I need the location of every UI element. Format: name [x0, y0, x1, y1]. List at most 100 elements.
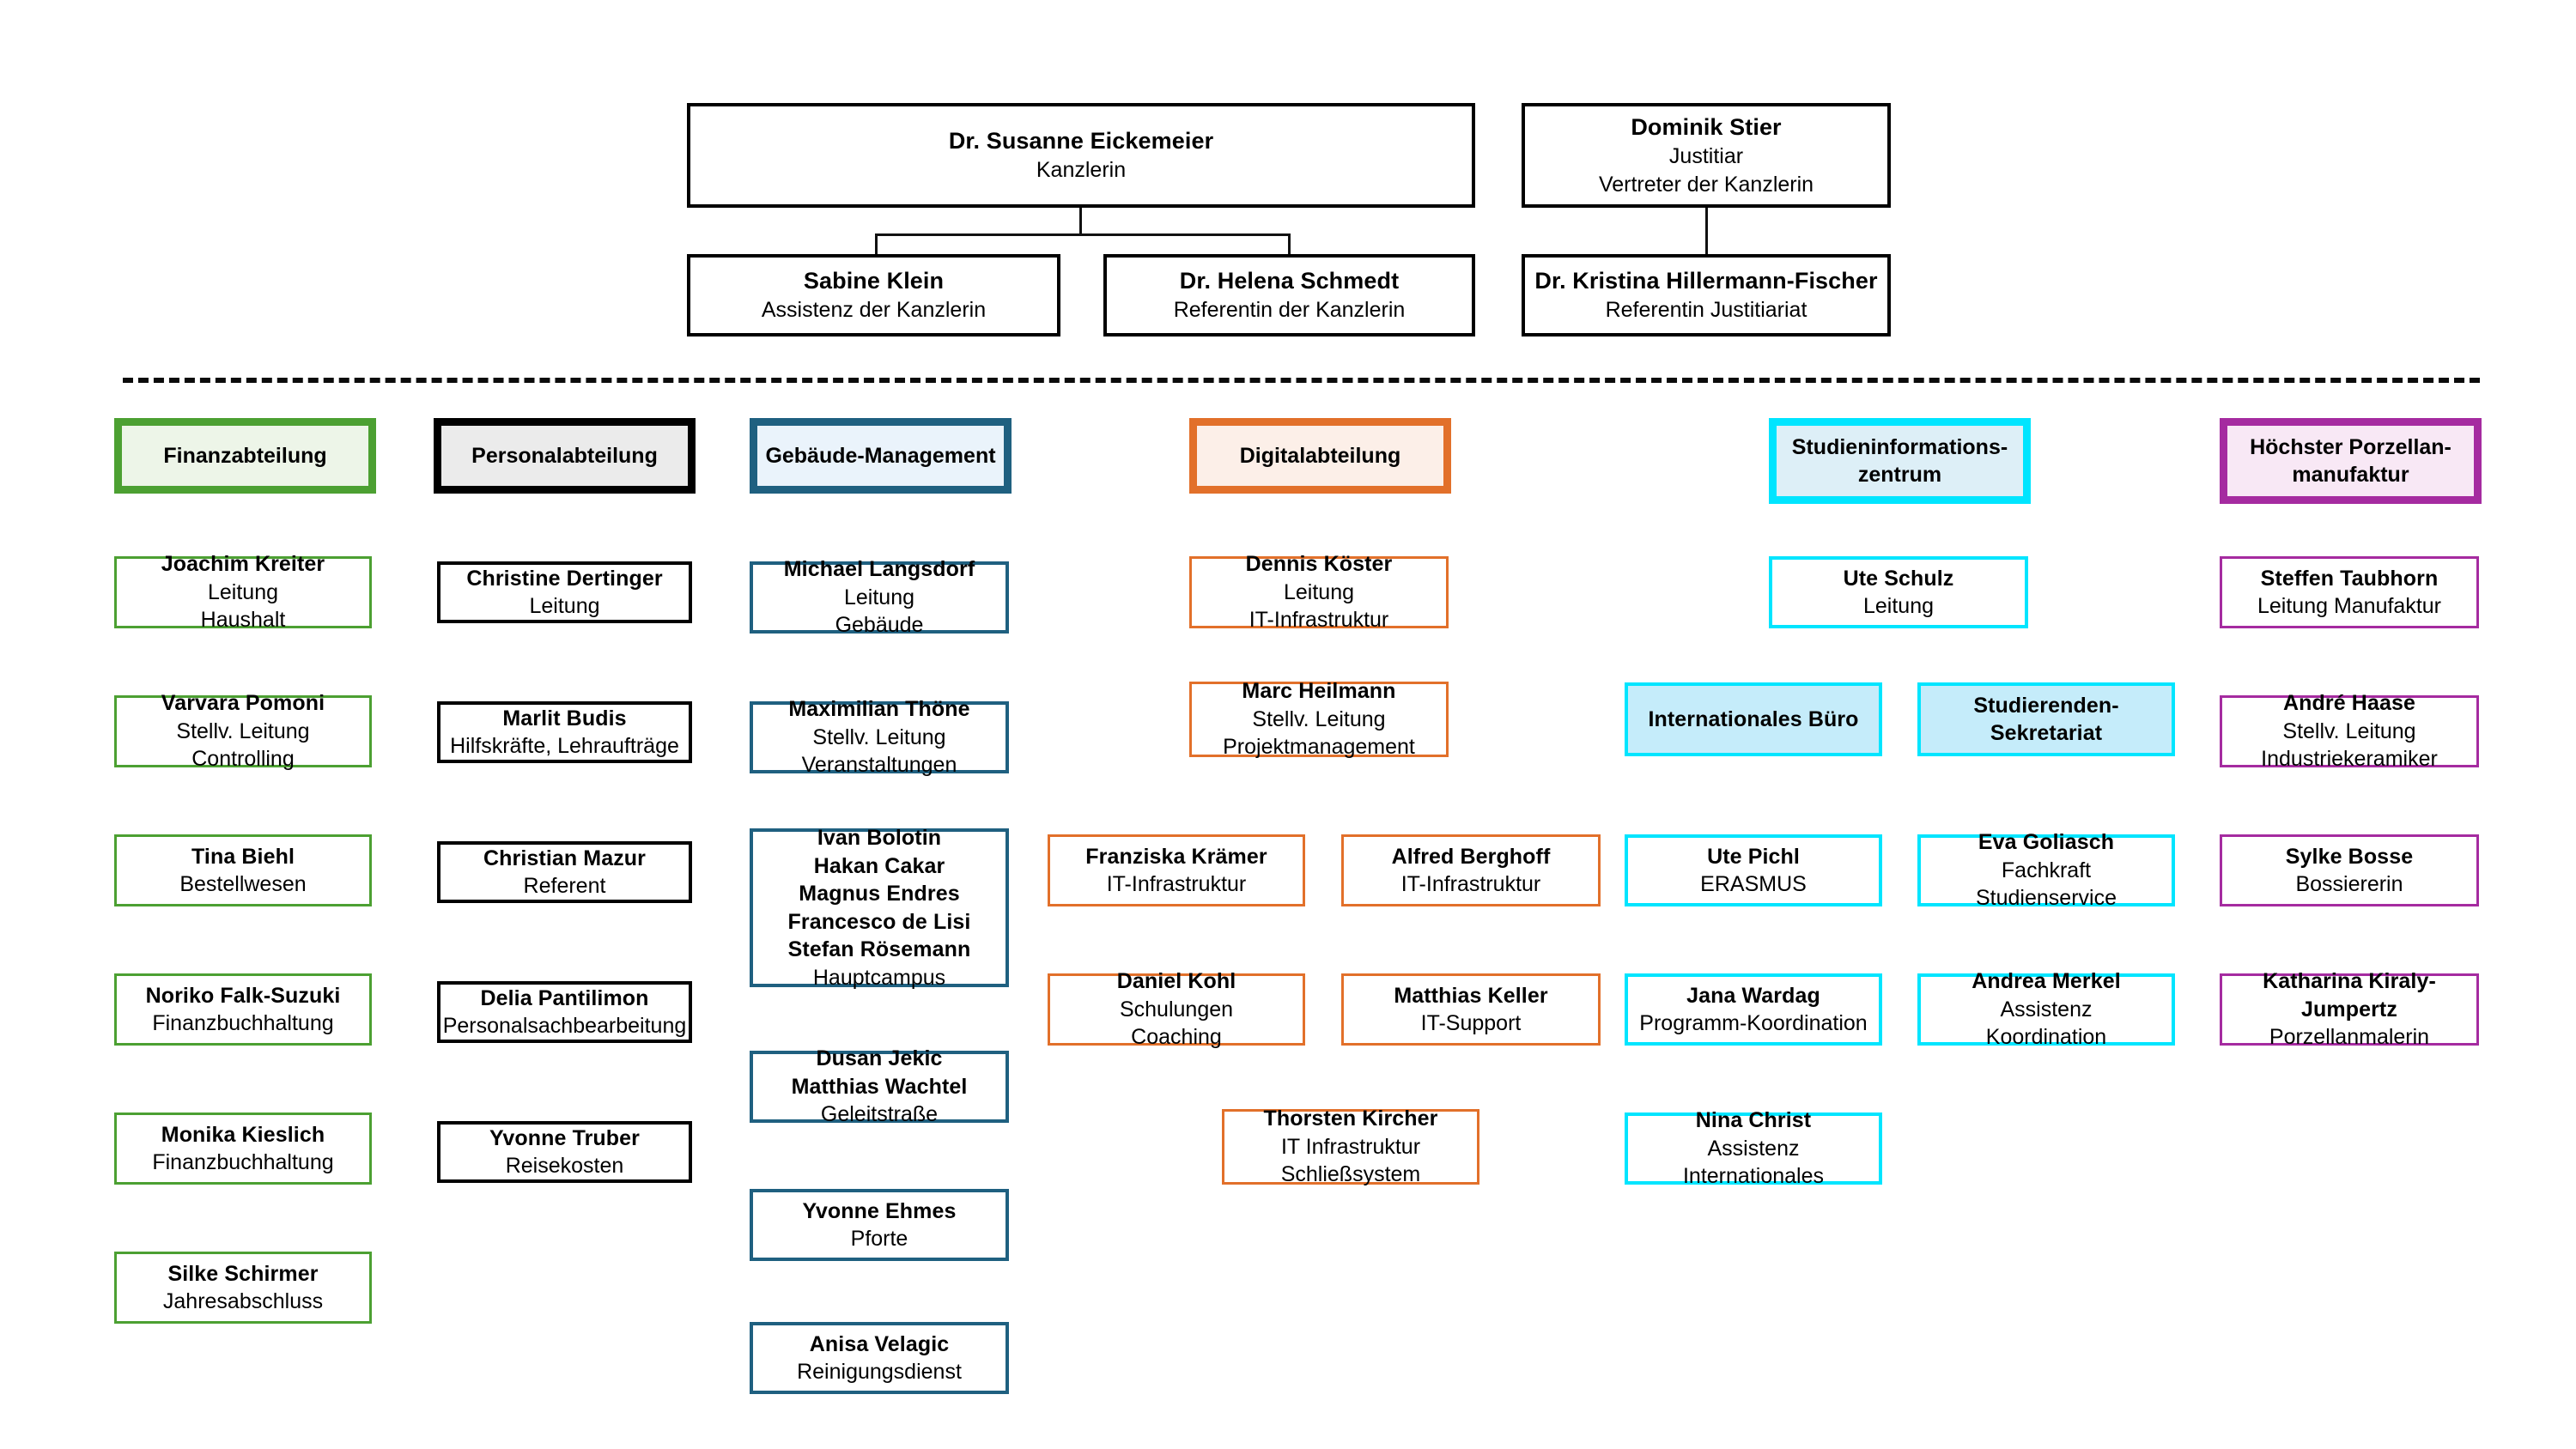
exec-box-legal-counsel[interactable]: Dominik Stier Justitiar Vertreter der Ka…	[1522, 103, 1891, 208]
subgroup-header-internationales-buero[interactable]: Internationales Büro	[1625, 682, 1882, 756]
dept-header-digitalabteilung[interactable]: Digitalabteilung	[1189, 418, 1451, 494]
person-role-secondary: Vertreter der Kanzlerin	[1598, 172, 1814, 197]
person-name: Noriko Falk-Suzuki	[145, 983, 341, 1008]
person-role: Leitung	[843, 585, 915, 609]
person-role: IT-Infrastruktur	[1106, 872, 1247, 896]
member-box-siz-0[interactable]: Ute Schulz Leitung	[1769, 556, 2028, 628]
dept-header-label: Gebäude-Management	[765, 444, 996, 468]
member-box-personal-0[interactable]: Christine Dertinger Leitung	[437, 561, 692, 623]
person-name: Christine Dertinger	[466, 566, 663, 591]
person-role: Porzellanmalerin	[2269, 1025, 2430, 1050]
member-box-digital-3[interactable]: Alfred Berghoff IT-Infrastruktur	[1341, 834, 1601, 906]
member-box-finanz-3[interactable]: Noriko Falk-Suzuki Finanzbuchhaltung	[114, 973, 372, 1046]
person-role: Reinigungsdienst	[797, 1360, 962, 1384]
member-box-siz-2[interactable]: Eva Goliasch Fachkraft Studienservice	[1917, 830, 2175, 910]
member-box-gebaeude-1[interactable]: Maximilian Thöne Stellv. Leitung Veranst…	[750, 697, 1009, 777]
connector-vertical-legal	[1705, 208, 1708, 257]
person-role: Bossiererin	[2295, 872, 2403, 896]
member-box-porzellan-1[interactable]: André Haase Stellv. Leitung Industrieker…	[2220, 691, 2479, 771]
person-role: IT-Infrastruktur	[1400, 872, 1541, 896]
exec-box-assistant-1[interactable]: Dr. Helena Schmedt Referentin der Kanzle…	[1103, 254, 1475, 336]
member-box-finanz-1[interactable]: Varvara Pomoni Stellv. Leitung Controlli…	[114, 691, 372, 771]
member-box-finanz-2[interactable]: Tina Biehl Bestellwesen	[114, 834, 372, 906]
person-name: Dr. Kristina Hillermann-Fischer	[1534, 268, 1878, 294]
person-name: Dominik Stier	[1631, 113, 1782, 140]
member-box-digital-5[interactable]: Matthias Keller IT-Support	[1341, 973, 1601, 1046]
dept-header-label: Digitalabteilung	[1239, 444, 1401, 468]
exec-box-assistant-2[interactable]: Dr. Kristina Hillermann-Fischer Referent…	[1522, 254, 1891, 336]
member-box-digital-4[interactable]: Daniel Kohl Schulungen Coaching	[1048, 969, 1305, 1049]
member-box-gebaeude-2[interactable]: Ivan Bolotin Hakan Cakar Magnus Endres F…	[750, 826, 1009, 990]
member-box-finanz-4[interactable]: Monika Kieslich Finanzbuchhaltung	[114, 1113, 372, 1185]
person-role: Geleitstraße	[820, 1102, 939, 1127]
member-box-gebaeude-0[interactable]: Michael Langsdorf Leitung Gebäude	[750, 557, 1009, 637]
member-box-siz-1[interactable]: Ute Pichl ERASMUS	[1625, 834, 1882, 906]
person-role: Hilfskräfte, Lehraufträge	[450, 734, 679, 758]
person-name: Yvonne Truber	[489, 1125, 640, 1150]
member-box-finanz-5[interactable]: Silke Schirmer Jahresabschluss	[114, 1252, 372, 1324]
dept-header-studieninformationszentrum[interactable]: Studieninformations- zentrum	[1769, 418, 2031, 504]
person-role: Assistenz	[1707, 1136, 1800, 1161]
person-name: Marc Heilmann	[1242, 679, 1396, 704]
person-role-secondary: Internationales	[1682, 1164, 1824, 1189]
member-box-gebaeude-4[interactable]: Yvonne Ehmes Pforte	[750, 1189, 1009, 1261]
person-role: Stellv. Leitung	[2282, 718, 2416, 743]
person-name: Tina Biehl	[191, 844, 295, 869]
exec-box-assistant-0[interactable]: Sabine Klein Assistenz der Kanzlerin	[687, 254, 1060, 336]
member-box-personal-1[interactable]: Marlit Budis Hilfskräfte, Lehraufträge	[437, 701, 692, 763]
member-box-gebaeude-5[interactable]: Anisa Velagic Reinigungsdienst	[750, 1322, 1009, 1394]
member-box-personal-4[interactable]: Yvonne Truber Reisekosten	[437, 1121, 692, 1183]
subgroup-header-studierenden-sekretariat[interactable]: Studierenden- Sekretariat	[1917, 682, 2175, 756]
person-name: Katharina Kiraly- Jumpertz	[2263, 969, 2436, 1022]
person-name: Alfred Berghoff	[1391, 844, 1551, 869]
person-name: Matthias Keller	[1394, 983, 1548, 1008]
person-name: Ute Schulz	[1843, 566, 1954, 591]
dept-header-label: Finanzabteilung	[163, 444, 327, 468]
person-role-secondary: IT-Infrastruktur	[1249, 608, 1389, 633]
connector-drop-right	[1288, 233, 1291, 257]
person-role: Stellv. Leitung	[176, 718, 310, 743]
member-box-finanz-0[interactable]: Joachim Kreiter Leitung Haushalt	[114, 552, 372, 632]
person-role: Personalsachbearbeitung	[442, 1014, 687, 1038]
dept-header-finanzabteilung[interactable]: Finanzabteilung	[114, 418, 376, 494]
person-name: Marlit Budis	[502, 706, 627, 731]
member-box-digital-2[interactable]: Franziska Krämer IT-Infrastruktur	[1048, 834, 1305, 906]
member-box-porzellan-0[interactable]: Steffen Taubhorn Leitung Manufaktur	[2220, 556, 2479, 628]
person-name: Michael Langsdorf	[783, 557, 975, 582]
member-box-siz-5[interactable]: Nina Christ Assistenz Internationales	[1625, 1108, 1882, 1188]
person-name: Sabine Klein	[803, 268, 945, 294]
person-name: Anisa Velagic	[809, 1331, 950, 1356]
person-role: Programm-Koordination	[1639, 1011, 1868, 1035]
person-role: Kanzlerin	[1036, 158, 1127, 183]
member-box-personal-2[interactable]: Christian Mazur Referent	[437, 841, 692, 903]
person-role: Jahresabschluss	[162, 1289, 324, 1313]
member-box-digital-0[interactable]: Dennis Köster Leitung IT-Infrastruktur	[1189, 552, 1449, 632]
dept-header-label: Studieninformations- zentrum	[1791, 435, 2008, 487]
member-box-porzellan-2[interactable]: Sylke Bosse Bossiererin	[2220, 834, 2479, 906]
person-name: Thorsten Kircher	[1263, 1106, 1438, 1131]
person-name: Ivan Bolotin Hakan Cakar Magnus Endres F…	[787, 826, 971, 961]
member-box-digital-1[interactable]: Marc Heilmann Stellv. Leitung Projektman…	[1189, 679, 1449, 759]
person-role: Assistenz der Kanzlerin	[761, 298, 987, 323]
dept-header-gebaeude-management[interactable]: Gebäude-Management	[750, 418, 1012, 494]
member-box-personal-3[interactable]: Delia Pantilimon Personalsachbearbeitung	[437, 981, 692, 1043]
dept-header-personalabteilung[interactable]: Personalabteilung	[434, 418, 696, 494]
section-divider	[123, 378, 2480, 383]
member-box-porzellan-3[interactable]: Katharina Kiraly- Jumpertz Porzellanmale…	[2220, 969, 2479, 1049]
person-role-secondary: Studienservice	[1976, 886, 2117, 911]
person-role-secondary: Schließsystem	[1280, 1162, 1421, 1187]
member-box-gebaeude-3[interactable]: Dusan Jekic Matthias Wachtel Geleitstraß…	[750, 1046, 1009, 1126]
member-box-siz-3[interactable]: Jana Wardag Programm-Koordination	[1625, 973, 1882, 1046]
member-box-siz-4[interactable]: Andrea Merkel Assistenz Koordination	[1917, 969, 2175, 1049]
person-name: Maximilian Thöne	[788, 697, 970, 722]
person-role: ERASMUS	[1700, 872, 1807, 896]
person-role: Hauptcampus	[812, 965, 946, 990]
exec-box-chancellor[interactable]: Dr. Susanne Eickemeier Kanzlerin	[687, 103, 1475, 208]
dept-header-porzellanmanufaktur[interactable]: Höchster Porzellan- manufaktur	[2220, 418, 2482, 504]
person-role: Justitiar	[1668, 144, 1744, 169]
person-name: Dr. Susanne Eickemeier	[948, 128, 1214, 155]
member-box-digital-6[interactable]: Thorsten Kircher IT Infrastruktur Schlie…	[1222, 1106, 1479, 1186]
person-role-secondary: Haushalt	[200, 608, 286, 633]
person-role-secondary: Industriekeramiker	[2261, 747, 2438, 772]
